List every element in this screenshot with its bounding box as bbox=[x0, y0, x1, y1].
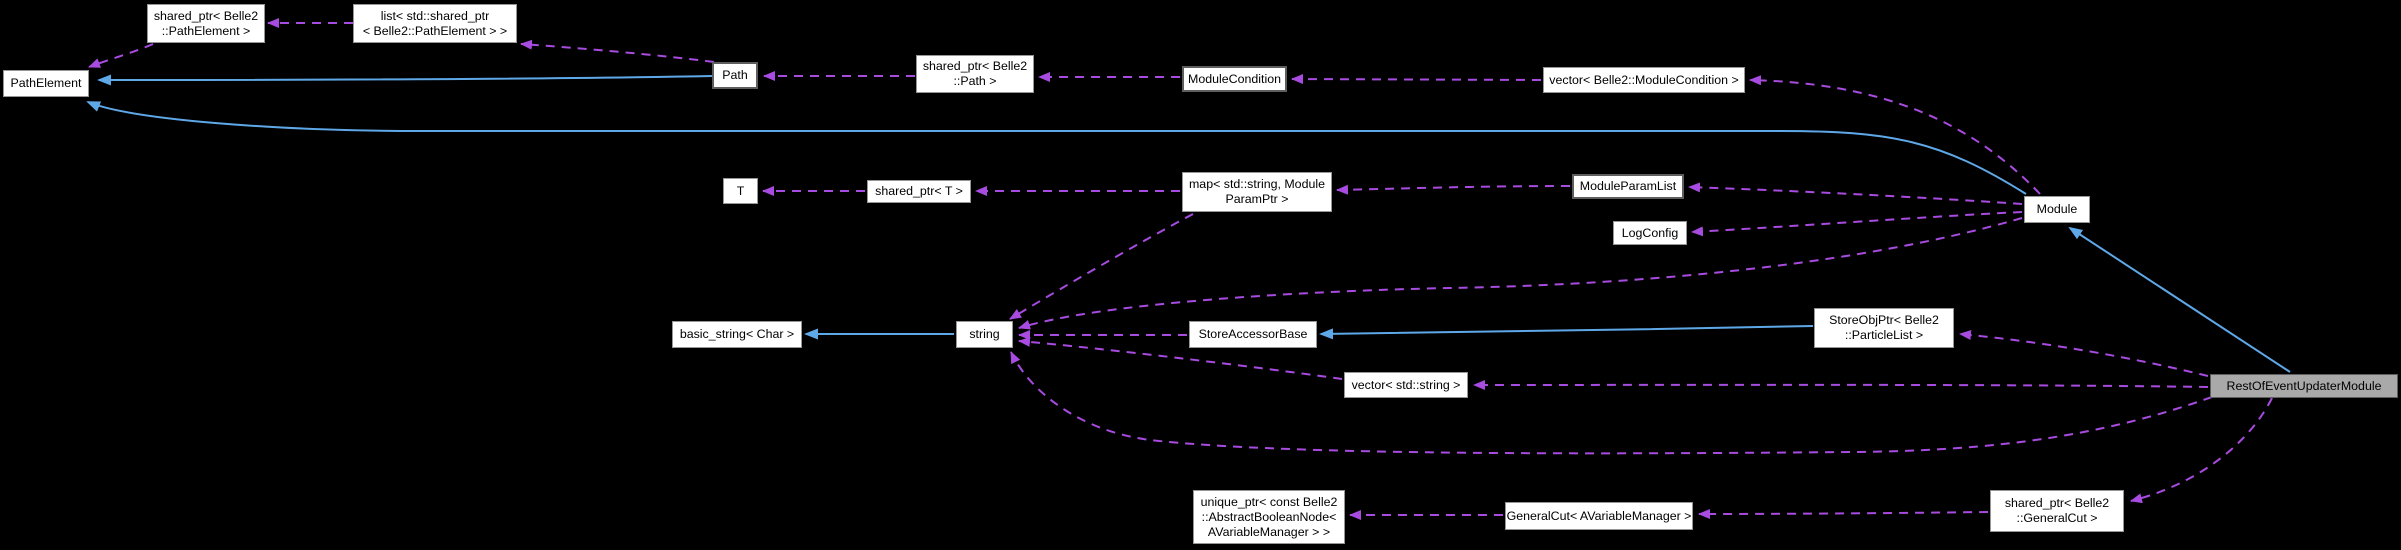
edge-module-to-module-param-list bbox=[1688, 182, 2023, 205]
edge-vector-string-to-string bbox=[1018, 336, 1343, 380]
node-store-accessor-base[interactable]: StoreAccessorBase bbox=[1189, 321, 1317, 348]
edge-module-to-log-config bbox=[1691, 211, 2023, 237]
node-module-param-list[interactable]: ModuleParamList bbox=[1572, 174, 1684, 199]
edge-shared-ptr-general-cut-to-general-cut bbox=[1698, 508, 1989, 519]
edge-rest-of-event-updater-module-to-string bbox=[1010, 351, 2213, 455]
node-map-module-param[interactable]: map< std::string, Module ParamPtr > bbox=[1182, 172, 1332, 212]
edge-path-to-list bbox=[520, 39, 715, 63]
edge-module-param-list-to-map bbox=[1336, 184, 1571, 195]
node-path-element[interactable]: PathElement bbox=[3, 70, 89, 97]
edge-module-to-string bbox=[1018, 217, 2023, 330]
node-module-condition[interactable]: ModuleCondition bbox=[1182, 66, 1287, 92]
edge-map-to-string bbox=[1009, 213, 1194, 320]
node-shared-ptr-t[interactable]: shared_ptr< T > bbox=[867, 180, 971, 203]
edge-shared-ptr-path-element-to-path-element bbox=[88, 43, 154, 68]
node-log-config[interactable]: LogConfig bbox=[1613, 221, 1687, 245]
edge-module-to-vector-module-condition bbox=[1749, 75, 2041, 195]
node-string[interactable]: string bbox=[956, 321, 1013, 348]
node-list-shared-ptr-path-element[interactable]: list< std::shared_ptr < Belle2::PathElem… bbox=[353, 4, 517, 43]
node-vector-string[interactable]: vector< std::string > bbox=[1344, 372, 1468, 398]
node-rest-of-event-updater-module: RestOfEventUpdaterModule bbox=[2210, 374, 2398, 398]
edge-path-to-path-element bbox=[97, 74, 713, 86]
node-vector-module-condition[interactable]: vector< Belle2::ModuleCondition > bbox=[1543, 67, 1745, 93]
node-basic-string[interactable]: basic_string< Char > bbox=[672, 321, 802, 348]
node-unique-ptr-abstract-boolean-node[interactable]: unique_ptr< const Belle2 ::AbstractBoole… bbox=[1193, 490, 1345, 544]
node-shared-ptr-path-element[interactable]: shared_ptr< Belle2 ::PathElement > bbox=[147, 4, 265, 43]
edge-store-obj-ptr-to-store-accessor-base bbox=[1319, 325, 1814, 340]
node-t[interactable]: T bbox=[723, 178, 758, 204]
edge-rest-of-event-updater-module-to-store-obj-ptr bbox=[1959, 330, 2209, 377]
node-store-obj-ptr[interactable]: StoreObjPtr< Belle2 ::ParticleList > bbox=[1814, 308, 1954, 348]
edge-rest-of-event-updater-module-to-shared-ptr-general-cut bbox=[2130, 397, 2273, 504]
edge-rest-of-event-updater-module-to-vector-string bbox=[1473, 379, 2209, 390]
node-shared-ptr-general-cut[interactable]: shared_ptr< Belle2 ::GeneralCut > bbox=[1990, 490, 2124, 532]
node-shared-ptr-path[interactable]: shared_ptr< Belle2 ::Path > bbox=[916, 55, 1034, 93]
node-general-cut[interactable]: GeneralCut< AVariableManager > bbox=[1505, 502, 1693, 530]
node-path[interactable]: Path bbox=[712, 62, 758, 89]
edge-rest-of-event-updater-module-to-module bbox=[2068, 226, 2291, 373]
edge-module-to-path-element bbox=[86, 101, 2027, 195]
edge-vector-module-condition-to-module-condition bbox=[1291, 74, 1542, 85]
node-module[interactable]: Module bbox=[2024, 196, 2090, 223]
